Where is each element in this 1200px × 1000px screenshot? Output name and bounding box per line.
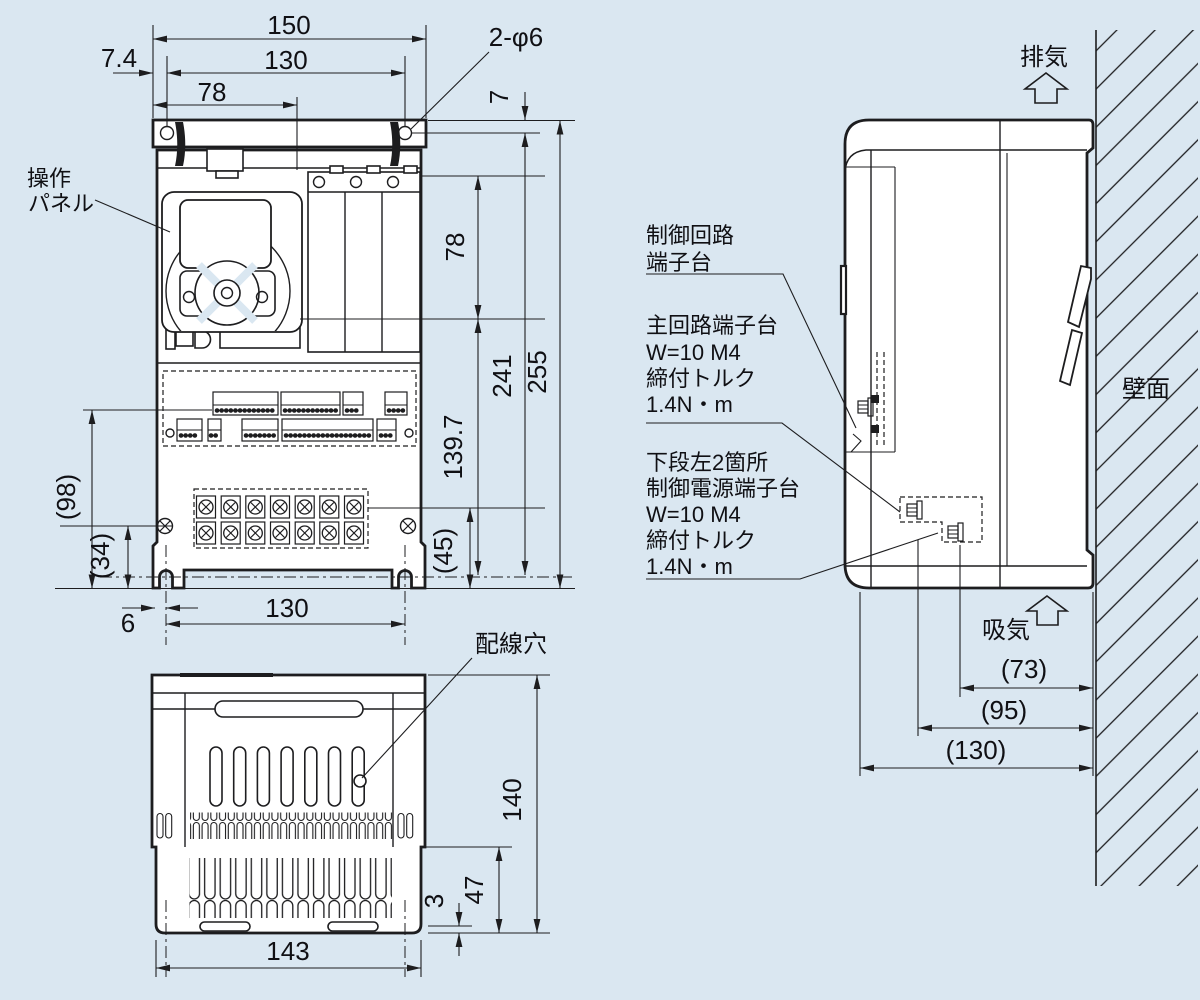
- control-terminal-row-upper: [212, 391, 408, 416]
- side-main-terminal-detail: [899, 496, 983, 543]
- label-main-circuit-2: W=10 M4: [646, 340, 741, 365]
- label-control-circuit-2: 端子台: [646, 250, 712, 275]
- label-control-power-5: 1.4N・m: [646, 554, 733, 579]
- vent-slots-small-row: [156, 812, 414, 839]
- latch-tab: [215, 170, 239, 179]
- bar-tab-right: [390, 122, 401, 166]
- label-mounting-holes: 2-φ6: [489, 22, 543, 52]
- front-connector: [165, 326, 212, 350]
- dim-depth-to-wall: (130): [946, 735, 1007, 765]
- handle-slot: [214, 700, 364, 718]
- bar-tab-left: [175, 122, 186, 166]
- foot-pad-left: [199, 921, 251, 932]
- dim-depth: 140: [497, 778, 527, 821]
- operation-panel: [161, 191, 303, 333]
- latch: [206, 148, 244, 172]
- keypad-display: [179, 199, 272, 269]
- dim-overall-height: 255: [522, 350, 552, 393]
- dim-hole-height-span: 241: [487, 354, 517, 397]
- bottom-view: [150, 673, 427, 977]
- side-view: 排気 吸気 壁面: [839, 30, 1198, 886]
- dim-intake-to-wall: (73): [1001, 654, 1047, 684]
- label-wiring-hole: 配線穴: [475, 631, 547, 658]
- dim-screw-to-wall: (95): [981, 695, 1027, 725]
- dim-top-to-hole: 7: [484, 90, 514, 104]
- mounting-hole-right: [397, 125, 413, 141]
- wiring-hole: [353, 774, 367, 788]
- dim-screw-height: (34): [85, 533, 115, 579]
- vent-slots-top: [209, 746, 366, 807]
- label-control-power-2: 制御電源端子台: [646, 476, 800, 501]
- wall-hatching: [1096, 30, 1198, 886]
- dim-left-height: (98): [51, 474, 81, 520]
- exhaust-arrow-icon: [1022, 71, 1070, 104]
- dim-foot-lip: 3: [419, 894, 449, 908]
- front-view-dimensions: 150 130 78 7.4 2-φ6 7 78 241 255 139.7 (…: [27, 10, 575, 638]
- dim-lower-depth: 47: [459, 876, 489, 905]
- side-body-outline: [843, 118, 1095, 590]
- bottom-view-dimensions: 140 47 3 143 配線穴: [155, 631, 550, 977]
- label-wall: 壁面: [1122, 376, 1170, 403]
- label-main-circuit-1: 主回路端子台: [646, 313, 778, 338]
- control-terminal-area: [162, 370, 417, 447]
- dim-slot-span: 130: [265, 593, 308, 623]
- label-main-circuit-3: 締付トルク: [646, 366, 756, 391]
- foot-pad-right: [327, 921, 379, 932]
- dim-overall-width: 150: [267, 10, 310, 40]
- label-exhaust: 排気: [1020, 44, 1068, 71]
- label-control-power-4: 締付トルク: [646, 528, 756, 553]
- dim-upper-height: 78: [440, 233, 470, 262]
- dim-body-width: 143: [266, 936, 309, 966]
- label-operation-panel-2: パネル: [28, 191, 94, 216]
- side-view-annotations: 制御回路 端子台 主回路端子台 W=10 M4 締付トルク 1.4N・m 下段左…: [646, 223, 1094, 776]
- label-operation-panel-1: 操作: [27, 166, 71, 191]
- label-control-power-1: 下段左2箇所: [646, 450, 768, 475]
- side-control-terminal-detail: [850, 352, 885, 453]
- front-view: [100, 118, 572, 645]
- dim-panel-width: 78: [198, 77, 227, 107]
- dim-terminal-height: (45): [428, 528, 458, 574]
- label-intake: 吸気: [982, 617, 1030, 644]
- dim-edge-to-hole: 7.4: [101, 43, 137, 73]
- option-slot-section: [307, 165, 421, 353]
- rear-hook-upper: [1066, 264, 1092, 329]
- rear-hook-lower: [1058, 328, 1084, 387]
- mounting-bar: [151, 118, 428, 149]
- keypad-nav-pad: [194, 260, 260, 326]
- dim-slot-offset: 6: [121, 608, 135, 638]
- dim-hole-span: 130: [264, 45, 307, 75]
- mounting-hole-left: [159, 125, 175, 141]
- vent-slots-large-row: [189, 858, 392, 918]
- panel-edge-bump: [839, 264, 848, 316]
- dim-lower-height: 139.7: [438, 414, 468, 479]
- main-terminal-area: [193, 488, 369, 549]
- control-terminal-row-lower: [176, 418, 397, 442]
- label-main-circuit-4: 1.4N・m: [646, 392, 733, 417]
- intake-arrow-icon: [1024, 595, 1070, 626]
- label-control-power-3: W=10 M4: [646, 502, 741, 527]
- label-control-circuit-1: 制御回路: [646, 223, 734, 248]
